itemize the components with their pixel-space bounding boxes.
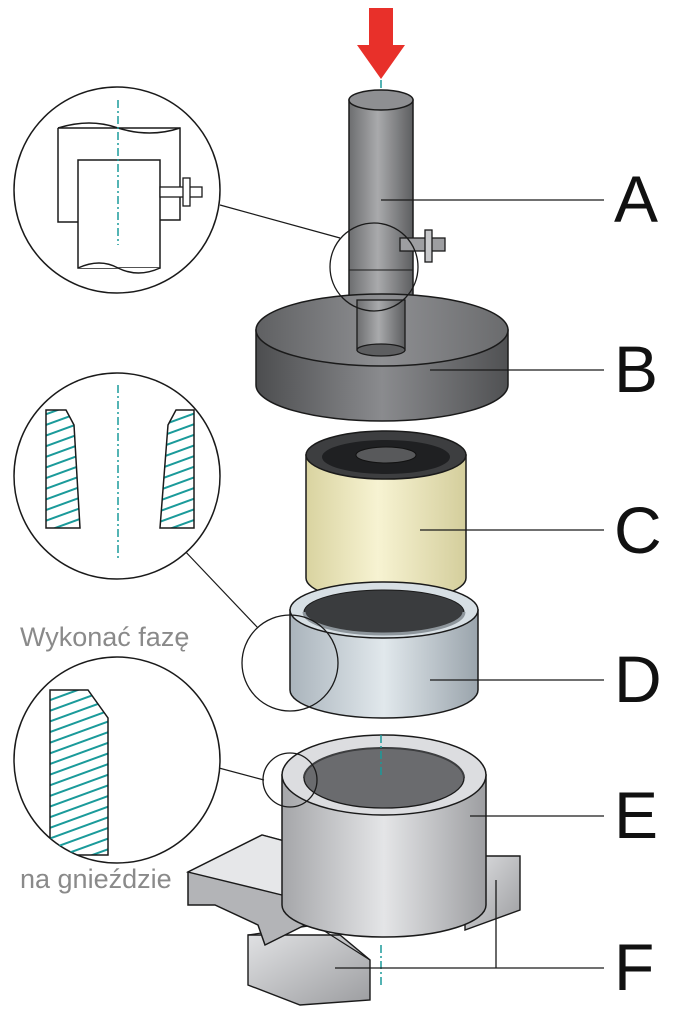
detail-view-pin (13, 86, 221, 294)
part-d-ring (289, 581, 479, 719)
detail-leader-1 (219, 204, 341, 239)
chamfer-note-line1: Wykonać fazę (20, 622, 189, 652)
down-arrow-icon (357, 8, 405, 79)
detail-leader-2 (181, 547, 259, 629)
label-a: A (614, 162, 658, 236)
label-c: C (614, 493, 662, 567)
detail-marker-1 (329, 222, 419, 312)
label-f: F (614, 930, 654, 1004)
detail-marker-2 (241, 614, 339, 712)
detail-view-socket (13, 656, 221, 864)
part-c-sleeve (305, 430, 467, 603)
part-e-socket (185, 734, 487, 947)
label-b: B (614, 332, 658, 406)
force-arrow (357, 8, 405, 79)
label-d: D (614, 642, 662, 716)
detail-view-chamfer (13, 372, 221, 580)
label-e: E (614, 778, 658, 852)
part-b-plate (255, 293, 509, 422)
chamfer-note-line2: na gnieździe (20, 864, 172, 894)
